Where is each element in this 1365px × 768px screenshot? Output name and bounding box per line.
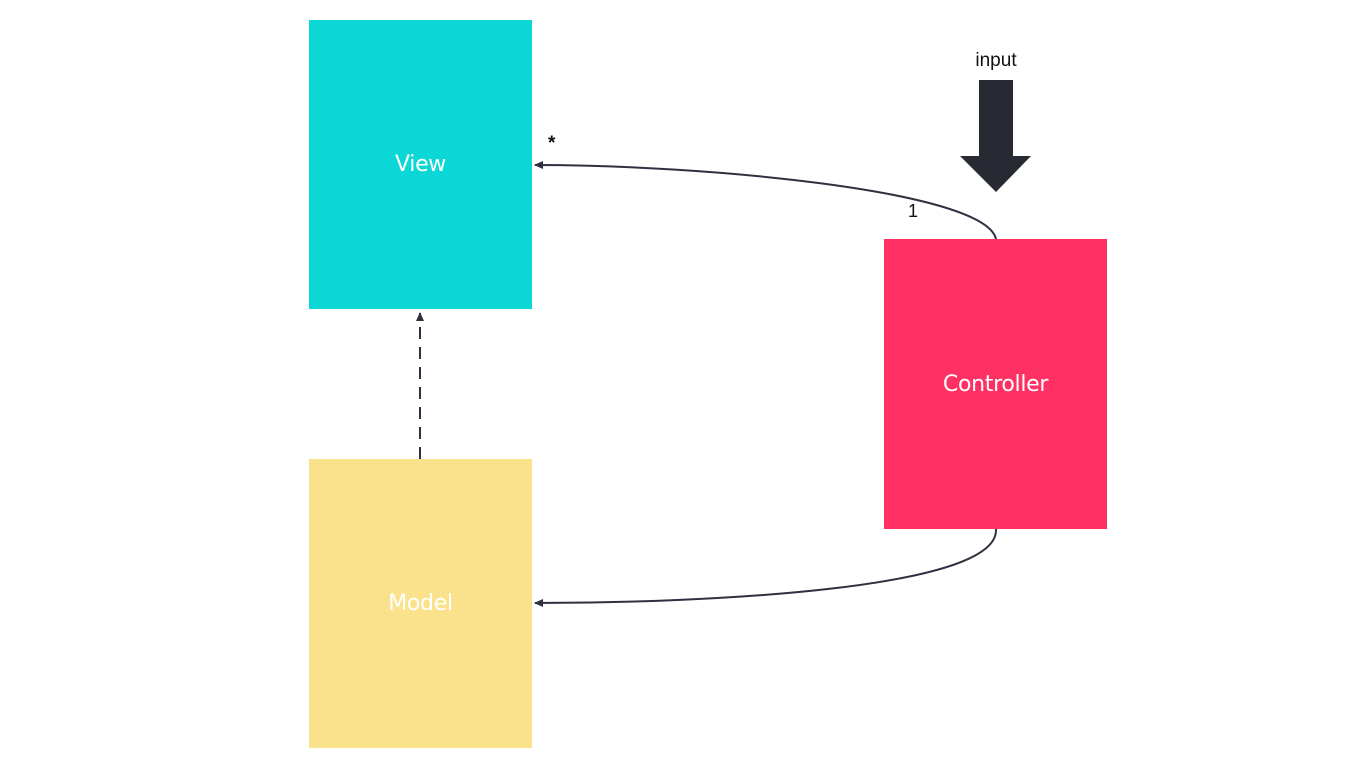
edge-controller-to-model bbox=[534, 528, 998, 607]
view-node[interactable]: View bbox=[309, 20, 532, 309]
edge-controller-to-view bbox=[534, 161, 997, 240]
input-label: input bbox=[975, 50, 1017, 71]
model-node[interactable]: Model bbox=[309, 459, 532, 748]
view-multiplicity-label: * bbox=[548, 133, 556, 154]
controller-label: Controller bbox=[942, 371, 1049, 397]
input-arrow bbox=[960, 80, 1031, 192]
controller-node[interactable]: Controller bbox=[884, 239, 1107, 529]
controller-multiplicity-label: 1 bbox=[908, 201, 919, 221]
view-label: View bbox=[394, 152, 446, 177]
model-label: Model bbox=[388, 591, 453, 616]
